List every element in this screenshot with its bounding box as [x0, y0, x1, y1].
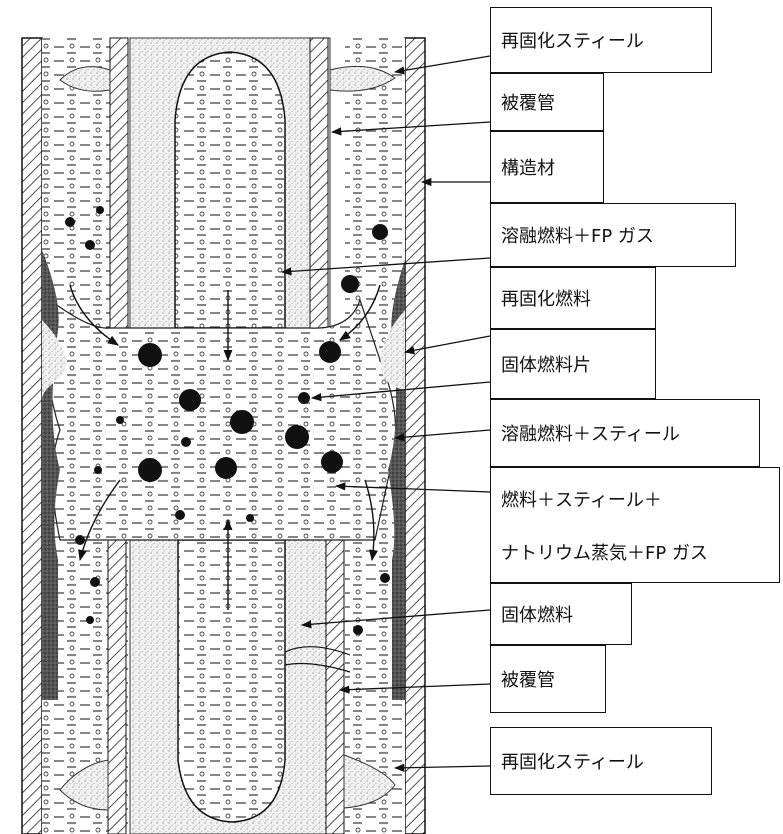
pointer-arrows [280, 55, 491, 772]
label-structural-material: 構造材 [490, 131, 604, 203]
label-cladding-top: 被覆管 [490, 73, 604, 131]
label-cladding-bottom: 被覆管 [490, 645, 606, 713]
left-resolidified-fuel-layer [42, 250, 60, 700]
molten-cavity [46, 298, 397, 541]
resolidified-steel-top-left [59, 66, 111, 92]
resolidified-steel-bottom-right [343, 754, 396, 809]
resolidified-steel-bottom-left [59, 759, 109, 811]
label-molten-fuel-fp-gas: 溶融燃料＋FP ガス [490, 203, 736, 267]
lower-right-cladding [325, 539, 345, 834]
label-resolidified-steel-bottom: 再固化スティール [490, 727, 712, 795]
label-solid-fuel: 固体燃料 [490, 583, 632, 645]
label-molten-fuel-steel: 溶融燃料＋スティール [490, 399, 760, 467]
label-fuel-steel-sodium: 燃料＋スティール＋ ナトリウム蒸気＋FP ガス [490, 467, 780, 583]
cladding-crack [284, 646, 351, 673]
label-resolidified-steel-top: 再固化スティール [490, 7, 712, 73]
fuel-fragments [65, 206, 390, 635]
label-solid-fuel-fragment: 固体燃料片 [490, 329, 656, 399]
stipple-bulge-left [42, 320, 67, 400]
lower-left-cladding [107, 539, 127, 834]
label-resolidified-fuel: 再固化燃料 [490, 267, 656, 329]
resolidified-steel-top-right [329, 65, 396, 92]
flow-arrows [69, 284, 381, 610]
upper-left-cladding [109, 37, 129, 329]
stipple-bulge-right [380, 310, 405, 390]
left-structure-wall [21, 37, 43, 834]
upper-molten-fuel-tongue [174, 51, 286, 329]
lower-molten-fuel-tongue [177, 539, 286, 823]
upper-right-cladding [309, 37, 329, 329]
